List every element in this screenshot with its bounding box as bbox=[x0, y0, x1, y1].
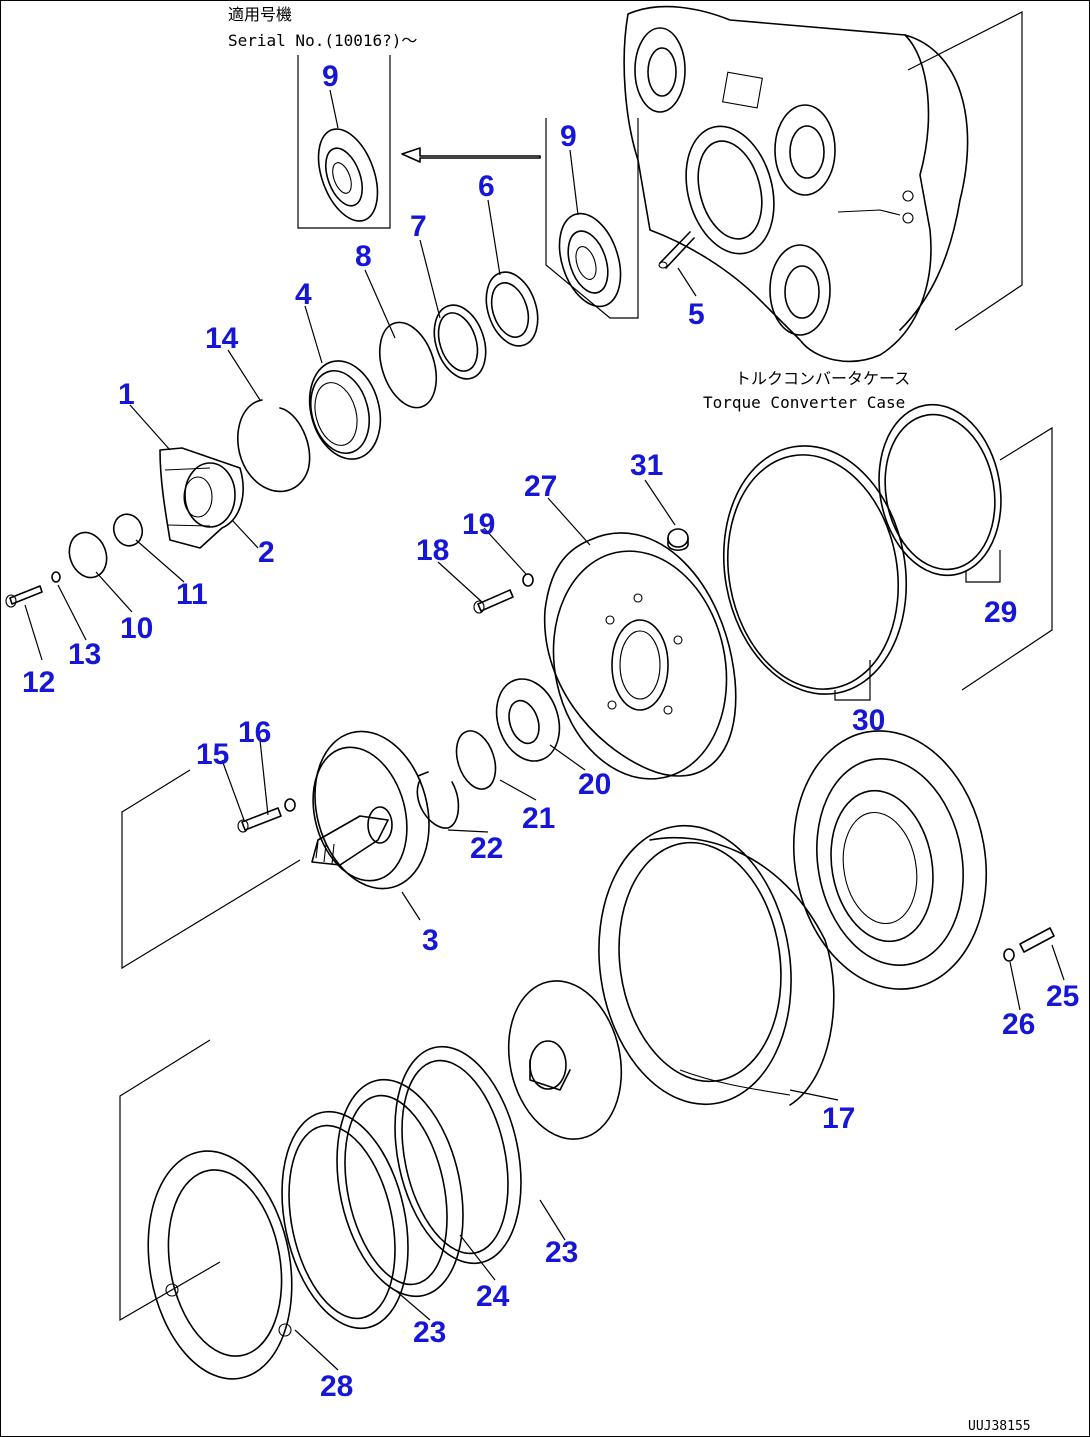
washer-26 bbox=[1003, 948, 1015, 962]
part-callouts: 9 9 6 7 8 4 14 1 5 2 11 10 13 12 31 27 1… bbox=[22, 60, 1079, 1403]
bearing-4 bbox=[308, 360, 382, 460]
callout-9: 9 bbox=[560, 120, 577, 153]
callout-23-upper: 23 bbox=[545, 1236, 578, 1269]
case-label-jp: トルクコンバータケース bbox=[735, 369, 910, 388]
drawing-code: UUJ38155 bbox=[968, 1419, 1031, 1434]
washer-19 bbox=[522, 573, 534, 587]
callout-22: 22 bbox=[470, 832, 503, 865]
washer-16 bbox=[284, 798, 296, 812]
bolt-18 bbox=[473, 589, 514, 614]
hub-24 bbox=[507, 980, 623, 1140]
callout-18: 18 bbox=[416, 534, 449, 567]
carrier-3 bbox=[311, 730, 430, 890]
bearing-20 bbox=[495, 678, 561, 762]
serial-inset: 適用号機 Serial No.(10016?)～ bbox=[228, 5, 417, 229]
callout-1: 1 bbox=[118, 378, 135, 411]
washer-13 bbox=[51, 571, 61, 583]
snap-ring-22 bbox=[416, 771, 460, 829]
case-label-en: Torque Converter Case bbox=[703, 393, 905, 412]
callout-20: 20 bbox=[578, 768, 611, 801]
snap-ring-14 bbox=[237, 399, 311, 493]
ring-7 bbox=[433, 304, 487, 380]
callout-23-lower: 23 bbox=[413, 1316, 446, 1349]
callout-4: 4 bbox=[295, 278, 312, 311]
callout-11: 11 bbox=[176, 578, 208, 611]
bolt-25 bbox=[1019, 927, 1055, 953]
callout-13: 13 bbox=[68, 638, 101, 671]
serial-label-en: Serial No.(10016?)～ bbox=[228, 31, 417, 50]
drum-17 bbox=[598, 824, 835, 1106]
callout-16: 16 bbox=[238, 716, 271, 749]
replacement-arrow bbox=[401, 147, 541, 163]
callout-12: 12 bbox=[22, 666, 55, 699]
callout-21: 21 bbox=[522, 802, 555, 835]
callout-17: 17 bbox=[822, 1102, 855, 1135]
callout-30: 30 bbox=[852, 704, 885, 737]
callout-14: 14 bbox=[205, 322, 239, 355]
clutch-disc-24 bbox=[336, 1078, 464, 1298]
callout-5: 5 bbox=[688, 298, 705, 331]
serial-label-jp: 適用号機 bbox=[228, 5, 292, 24]
o-ring-8 bbox=[378, 321, 438, 409]
bearing-9 bbox=[558, 212, 622, 308]
callout-28: 28 bbox=[320, 1370, 353, 1403]
torque-converter-case: トルクコンバータケース Torque Converter Case bbox=[623, 5, 1023, 412]
callout-2: 2 bbox=[258, 536, 275, 569]
dowel-pin-5 bbox=[658, 231, 695, 269]
callout-10: 10 bbox=[120, 612, 153, 645]
callout-27: 27 bbox=[524, 470, 557, 503]
clutch-plate-23-lower bbox=[281, 1110, 409, 1330]
callout-19: 19 bbox=[462, 508, 495, 541]
callout-3: 3 bbox=[422, 924, 439, 957]
bolt-15 bbox=[237, 807, 282, 833]
callout-25: 25 bbox=[1046, 980, 1079, 1013]
callout-15: 15 bbox=[196, 738, 229, 771]
callout-24: 24 bbox=[476, 1280, 510, 1313]
bolt-12 bbox=[5, 585, 43, 608]
seal-29 bbox=[878, 403, 1002, 583]
clutch-plate-23-upper bbox=[394, 1045, 522, 1265]
plug-31 bbox=[667, 528, 689, 552]
callout-8: 8 bbox=[355, 240, 372, 273]
coupling-1 bbox=[159, 447, 244, 549]
ring-21 bbox=[455, 730, 497, 790]
ring-6 bbox=[485, 271, 539, 347]
washer-10 bbox=[68, 531, 108, 579]
ring-gear-assembly bbox=[792, 730, 988, 990]
leader-lines bbox=[24, 89, 1065, 1371]
callout-29: 29 bbox=[984, 596, 1017, 629]
end-plate-28 bbox=[147, 1150, 293, 1380]
callout-9-inset: 9 bbox=[322, 60, 339, 93]
cover-27 bbox=[543, 532, 737, 780]
callout-26: 26 bbox=[1002, 1008, 1035, 1041]
callout-31: 31 bbox=[630, 449, 663, 482]
callout-7: 7 bbox=[410, 210, 427, 243]
seal-30 bbox=[722, 445, 908, 701]
o-ring-11 bbox=[112, 513, 144, 547]
callout-6: 6 bbox=[478, 170, 495, 203]
